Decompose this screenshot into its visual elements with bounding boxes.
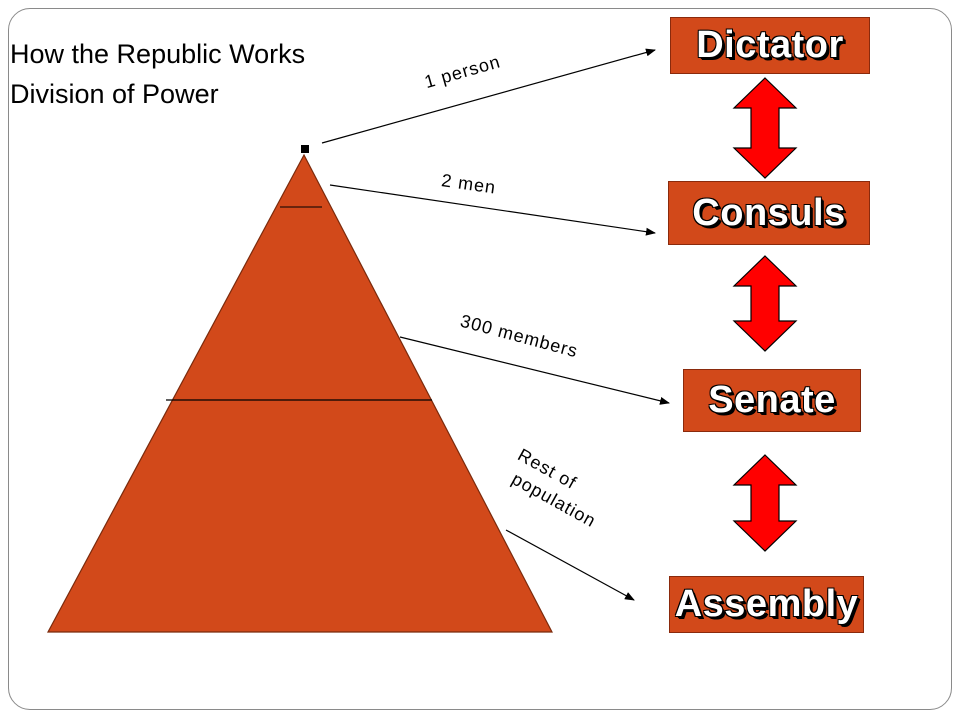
double-arrow-dictator-consuls <box>732 77 798 179</box>
box-dictator: Dictator <box>670 17 870 74</box>
slide-title: How the Republic Works Division of Power <box>10 34 305 114</box>
connector-arrow-senate <box>399 336 670 405</box>
apex-marker <box>301 145 309 153</box>
box-consuls: Consuls <box>668 181 870 245</box>
slide-frame <box>8 8 952 710</box>
double-arrow-consuls-senate <box>732 255 798 352</box>
pyramid <box>46 153 553 633</box>
title-line-2: Division of Power <box>10 79 219 109</box>
title-line-1: How the Republic Works <box>10 39 306 69</box>
box-assembly: Assembly <box>669 576 864 633</box>
connector-arrow-dictator <box>321 48 656 144</box>
connector-arrow-assembly <box>505 529 635 601</box>
box-senate: Senate <box>683 369 861 432</box>
connector-arrow-consuls <box>329 184 656 236</box>
double-arrow-senate-assembly <box>732 454 798 552</box>
